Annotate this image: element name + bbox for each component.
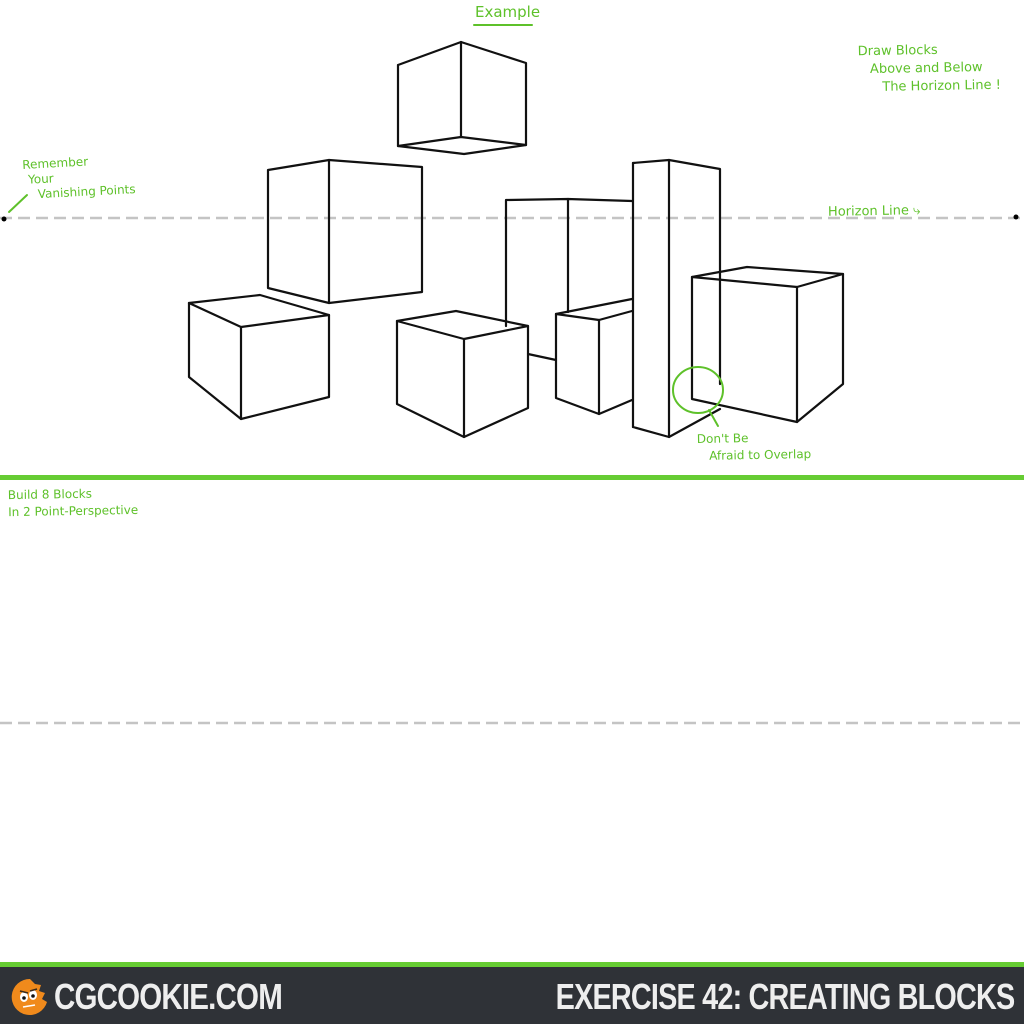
note-line: The Horizon Line !: [882, 77, 1002, 95]
block-back-center: [504, 197, 634, 362]
overlap-highlight-circle: [672, 366, 724, 414]
brand-name[interactable]: CGCOOKIE.COM: [54, 976, 283, 1017]
note-line: Afraid to Overlap: [709, 447, 812, 463]
cookie-mascot-icon: [11, 978, 47, 1015]
block-small-middle: [554, 297, 634, 416]
vanishing-point-left: [1, 216, 7, 222]
section-divider: [0, 475, 1024, 480]
footer-bar: CGCOOKIE.COM EXERCISE 42: CREATING BLOCK…: [0, 962, 1024, 1024]
vanishing-point-pointer: [8, 194, 28, 213]
note-line: Above and Below: [869, 60, 983, 78]
block-center: [395, 309, 530, 439]
exercise-title: EXERCISE 42: CREATING BLOCKS: [555, 976, 1015, 1017]
block-lower-left: [187, 293, 331, 421]
note-line: In 2 Point-Perspective: [8, 502, 139, 520]
draw-blocks-note: Draw Blocks Above and Below The Horizon …: [858, 41, 1002, 97]
overlap-note: Don't Be Afraid to Overlap: [697, 429, 812, 465]
overlap-pointer: [708, 409, 719, 427]
remember-vanishing-points-note: Remember Your Vanishing Points: [22, 152, 136, 203]
block-floating-top: [396, 40, 528, 156]
block-upper-left: [266, 158, 424, 305]
build-blocks-instruction: Build 8 Blocks In 2 Point-Perspective: [8, 485, 139, 521]
note-line: Don't Be: [696, 431, 749, 446]
horizon-line-label: Horizon Line ⤷: [827, 203, 921, 220]
example-heading: Example: [475, 3, 541, 21]
block-right: [690, 265, 845, 424]
block-tall-pillar: [631, 158, 722, 439]
vanishing-point-right: [1013, 214, 1019, 220]
